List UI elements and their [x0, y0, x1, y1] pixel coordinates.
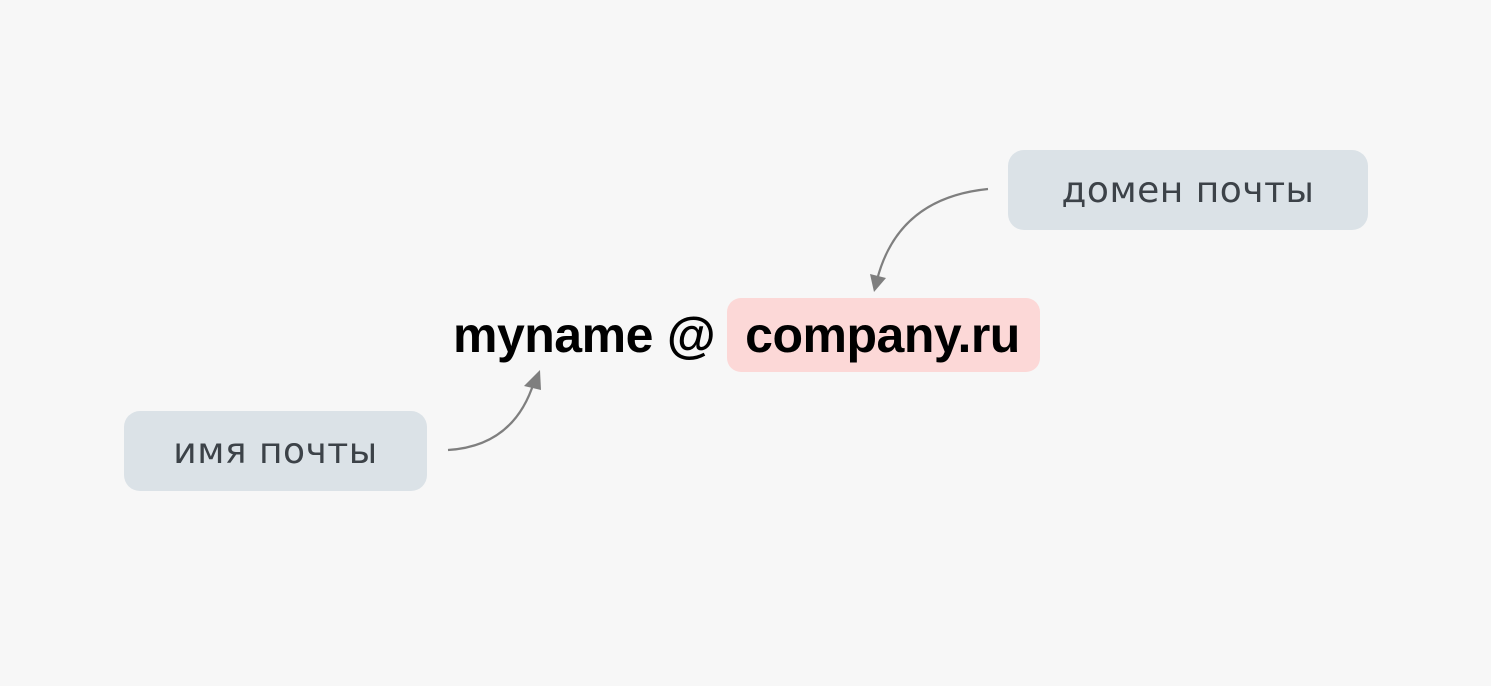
domain-label-box: домен почты	[1008, 150, 1368, 230]
arrow-to-name-head-icon	[524, 370, 541, 390]
email-local-part: myname	[453, 307, 653, 363]
name-label-box: имя почты	[124, 411, 427, 491]
domain-label-text: домен почты	[1061, 169, 1315, 211]
name-label-text: имя почты	[173, 430, 378, 472]
email-at-sign: @	[666, 307, 716, 363]
email-address: myname @ company.ru	[453, 298, 1040, 372]
arrow-to-domain-head-icon	[870, 274, 886, 292]
arrow-to-name-icon	[447, 381, 536, 452]
arrow-to-domain-icon	[875, 187, 989, 281]
email-domain-part: company.ru	[727, 298, 1040, 372]
